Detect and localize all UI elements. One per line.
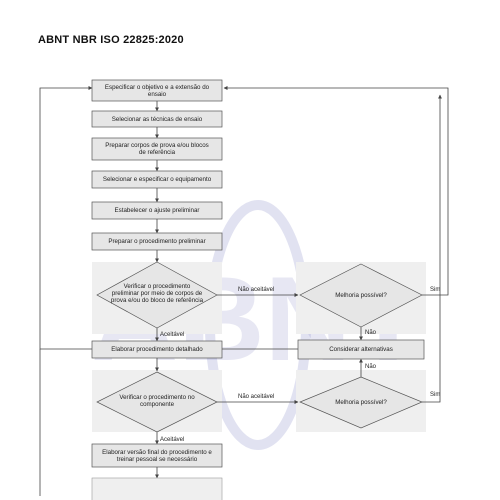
edge-label-nao-1: Não <box>365 330 377 336</box>
edge-label-sim-1: Sim <box>430 287 440 293</box>
edge-label-aceitavel-2: Aceitável <box>160 437 184 443</box>
decision-4-label: Melhoria possível? <box>335 399 387 406</box>
step-2-label: Selecionar as técnicas de ensaio <box>112 116 203 123</box>
step-box-8: Considerar alternativas <box>297 339 425 360</box>
step-box-4: Selecionar e especificar o equipamento <box>91 170 223 189</box>
step-3-line-1: Preparar corpos de prova e/ou blocos <box>105 142 209 149</box>
decision-3-line-2: componente <box>140 401 175 408</box>
step-box-7: Elaborar procedimento detalhado <box>91 340 223 359</box>
edge-labels: Não aceitável Sim Não Aceitável Não Não … <box>160 287 440 443</box>
step-box-6: Preparar o procedimento preliminar <box>91 232 223 251</box>
decision-3-line-1: Verificar o procedimento no <box>119 394 195 401</box>
edge-label-nao-2: Não <box>365 364 377 370</box>
decision-1-line-2: preliminar por meio de corpos de <box>112 290 203 297</box>
edge-label-sim-2: Sim <box>430 392 440 398</box>
step-8-label: Considerar alternativas <box>329 346 393 353</box>
decision-1-line-1: Verificar o procedimento <box>124 283 191 290</box>
edge-label-aceitavel-1: Aceitável <box>160 332 184 338</box>
step-box-2: Selecionar as técnicas de ensaio <box>91 110 223 128</box>
edge-label-nao-aceitavel-2: Não aceitável <box>238 394 274 400</box>
step-1-line-2: ensaio <box>148 91 167 98</box>
step-1-line-1: Especificar o objetivo e a extensão do <box>105 84 210 91</box>
svg-text:Elaborar versão final do proce: Elaborar versão final do procedimento et… <box>102 449 212 463</box>
decision-2-label: Melhoria possível? <box>335 292 387 299</box>
step-9-line-2: treinar pessoal se necessário <box>117 456 198 463</box>
step-7-label: Elaborar procedimento detalhado <box>111 346 203 353</box>
step-4-label: Selecionar e especificar o equipamento <box>103 176 212 183</box>
step-3-line-2: de referência <box>139 149 176 156</box>
step-9-line-1: Elaborar versão final do procedimento e <box>102 449 212 456</box>
page-title: ABNT NBR ISO 22825:2020 <box>38 34 184 46</box>
decision-4: Melhoria possível? <box>299 376 423 429</box>
step-box-5: Estabelecer o ajuste preliminar <box>91 201 223 220</box>
edge-label-nao-aceitavel-1: Não aceitável <box>238 287 274 293</box>
step-box-cut-off <box>91 477 223 500</box>
svg-text:Especificar o objetivo e a ext: Especificar o objetivo e a extensão doen… <box>105 84 210 98</box>
step-5-label: Estabelecer o ajuste preliminar <box>115 207 200 214</box>
step-6-label: Preparar o procedimento preliminar <box>108 238 205 245</box>
decision-2: Melhoria possível? <box>299 263 423 328</box>
decision-1-line-3: prova e/ou do bloco de referência <box>111 297 204 304</box>
connectors <box>39 86 449 496</box>
